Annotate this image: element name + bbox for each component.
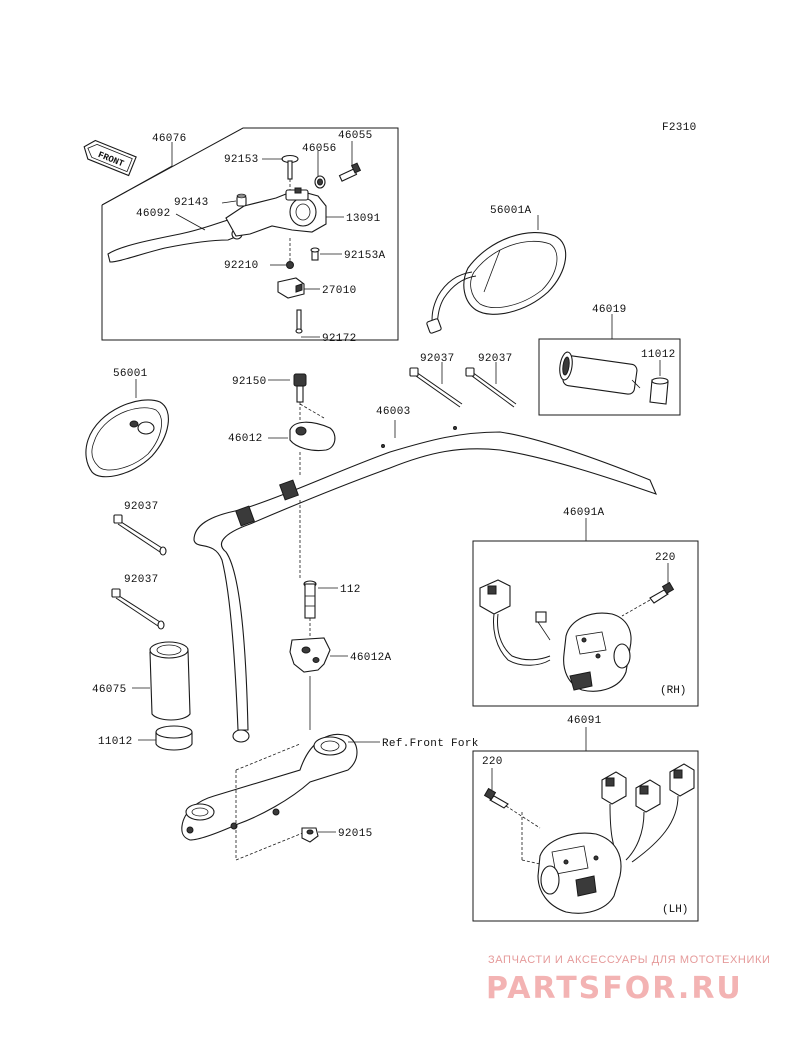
label-56001: 56001 [113,368,148,380]
front-arrow-icon: FRONT [83,139,137,177]
label-46019: 46019 [592,304,627,316]
rh-switch-box: (RH) [472,518,699,707]
bolt-46055 [338,162,362,182]
screw-92172 [295,309,303,334]
label-92037-a: 92037 [420,353,455,365]
cable-tie-left-lower [111,588,165,630]
label-92015: 92015 [338,828,373,840]
label-13091: 13091 [346,213,381,225]
label-11012-top: 11012 [641,349,676,361]
label-46012: 46012 [228,433,263,445]
label-92210: 92210 [224,260,259,272]
label-92150: 92150 [232,376,267,388]
pivot-bolt-92153 [281,154,299,190]
label-46055: 46055 [338,130,373,142]
screw-92153A [310,247,320,261]
figure-code: F2310 [662,122,697,134]
label-27010: 27010 [322,285,357,297]
cable-tie-left-upper [113,514,167,556]
label-92037-b: 92037 [478,353,513,365]
upper-triple-clamp [181,733,380,861]
label-46056: 46056 [302,143,337,155]
left-end-cap [138,725,193,751]
mirror-right [426,215,567,334]
label-ref-front-fork: Ref.Front Fork [382,738,479,750]
switch-27010 [277,277,305,299]
label-92037-c: 92037 [124,501,159,513]
left-grip [132,641,191,721]
lower-clamp [289,500,348,730]
part-labels: 46076 46055 46056 92153 92143 13091 4609… [92,130,676,840]
lever-assembly-box [101,127,399,341]
lh-switch-box: (LH) [472,727,699,922]
label-92143: 92143 [174,197,209,209]
label-46091: 46091 [567,715,602,727]
label-56001A: 56001A [490,205,532,217]
nut-92015 [301,827,336,843]
label-220-rh: 220 [655,552,676,564]
lever-perch [225,187,327,237]
label-112: 112 [340,584,361,596]
clutch-lever [107,219,243,263]
lh-side-label: (LH) [662,904,688,916]
watermark-logo: PARTSFOR.RU [486,971,743,1006]
label-46003: 46003 [376,406,411,418]
spring-92210 [286,238,294,269]
label-46091A: 46091A [563,507,605,519]
label-46076: 46076 [152,133,187,145]
watermark: ЗАПЧАСТИ И АКСЕССУАРЫ ДЛЯ МОТОТЕХНИКИ PA… [486,954,770,1006]
label-92172: 92172 [322,333,357,345]
label-11012-bottom: 11012 [98,736,133,748]
nut-46056 [314,175,326,189]
handlebar [193,420,657,743]
lever-box-leaders [175,141,353,338]
label-46075: 46075 [92,684,127,696]
label-92037-d: 92037 [124,574,159,586]
label-92153: 92153 [224,154,259,166]
label-92153A: 92153A [344,250,386,262]
cable-tie-upper-right [465,362,517,408]
rh-side-label: (RH) [660,685,686,697]
watermark-subtitle: ЗАПЧАСТИ И АКСЕССУАРЫ ДЛЯ МОТОТЕХНИКИ [488,954,770,966]
label-220-lh: 220 [482,756,503,768]
label-46012A: 46012A [350,652,392,664]
label-46092: 46092 [136,208,171,220]
throttle-grip-box [538,314,681,416]
bushing-92143 [236,193,247,207]
cable-tie-upper-left [409,362,463,408]
mirror-left [85,379,169,478]
upper-clamp [268,373,336,476]
